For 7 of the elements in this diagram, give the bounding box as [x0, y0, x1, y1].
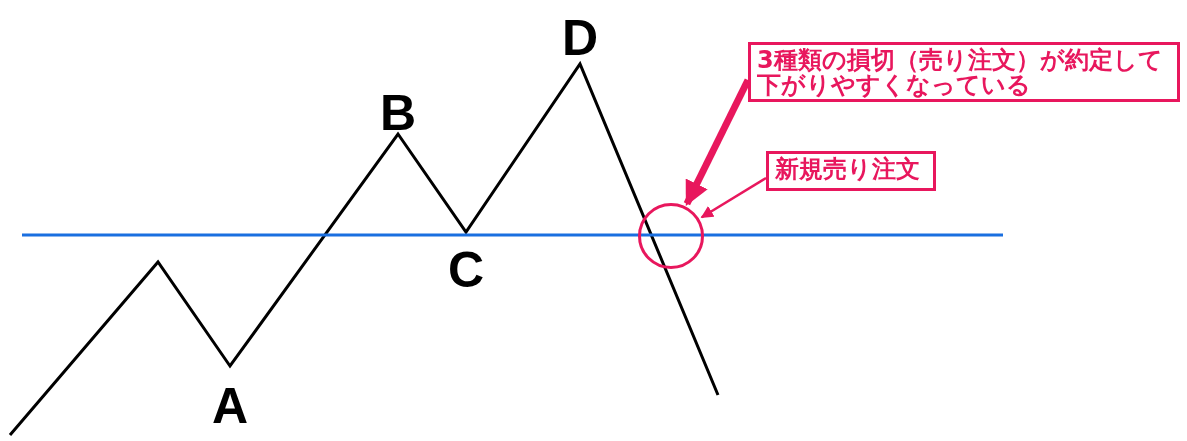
point-label: B	[379, 84, 417, 142]
arrow	[700, 176, 767, 219]
point-label: A	[211, 377, 249, 435]
callout-box: 新規売り注文	[766, 151, 936, 191]
point-label: C	[447, 241, 485, 299]
callout-box: 3種類の損切（売り注文）が約定して下がりやすくなっている	[748, 42, 1180, 102]
point-label: D	[561, 9, 599, 67]
